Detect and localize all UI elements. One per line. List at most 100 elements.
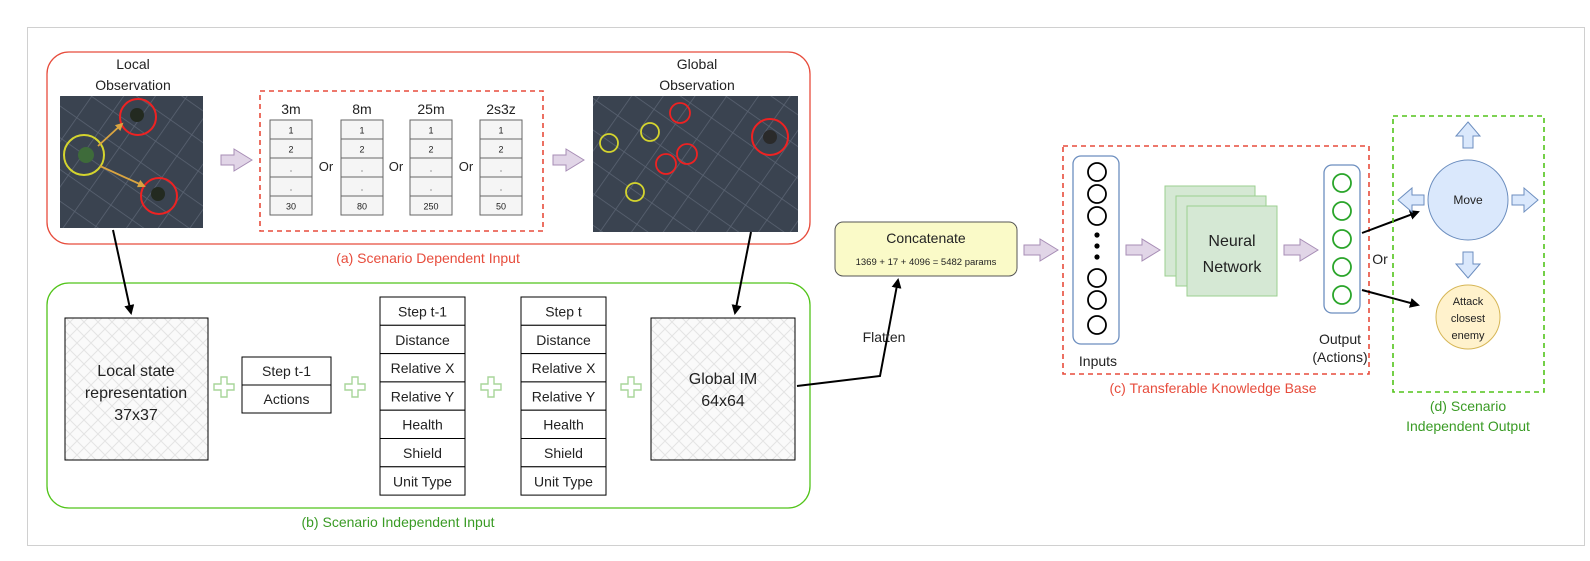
local-state-label-2: representation <box>85 385 187 402</box>
scenario-cell <box>479 195 523 216</box>
move-label: Move <box>1453 193 1483 207</box>
output-label-1: Output <box>1319 331 1361 347</box>
scenario-cell-value: 1 <box>498 126 503 136</box>
plus-icon <box>620 376 642 398</box>
scenario-cell-value: 2 <box>428 145 433 155</box>
scenario-cell-value: 1 <box>428 126 433 136</box>
arrow-inputs-to-nn <box>1125 238 1161 262</box>
caption-d-1: (d) Scenario <box>1430 398 1506 414</box>
feature-label: Shield <box>544 445 583 461</box>
input-node <box>1087 268 1107 288</box>
figure-frame <box>27 27 1585 546</box>
arrow-right <box>552 148 585 172</box>
scenario-cell-value: 50 <box>496 202 506 212</box>
local-observation-title-1: Local <box>116 56 149 72</box>
scenario-cell-value: . <box>290 164 293 174</box>
scenario-name: 25m <box>417 101 444 117</box>
scenario-name: 3m <box>281 101 300 117</box>
scenario-cell-value: 250 <box>423 202 438 212</box>
feature-label: Relative Y <box>532 388 596 404</box>
scenario-cell-value: 1 <box>288 126 293 136</box>
global-im-label-1: Global IM <box>689 371 757 388</box>
arrow-to-move <box>1361 210 1420 234</box>
scenario-cell-value: 2 <box>288 145 293 155</box>
scenario-cell-value: 1 <box>359 126 364 136</box>
global-observation-image <box>593 96 798 232</box>
output-node <box>1332 229 1352 249</box>
feature-label: Unit Type <box>534 473 593 489</box>
output-box <box>1392 115 1545 393</box>
feature-cell <box>379 381 466 411</box>
feature-label: Shield <box>403 445 442 461</box>
caption-a: (a) Scenario Dependent Input <box>336 250 520 266</box>
arrow-to-attack <box>1361 289 1420 308</box>
feature-label: Distance <box>536 332 591 348</box>
or-label: Or <box>459 159 474 174</box>
feature-cell <box>379 438 466 468</box>
global-observation-title-2: Observation <box>659 77 734 93</box>
scenario-cell-value: . <box>500 183 503 193</box>
feature-label: Unit Type <box>393 473 452 489</box>
input-node <box>1087 162 1107 182</box>
local-state-label-3: 37x37 <box>114 407 158 424</box>
nn-label-2: Network <box>1203 259 1263 276</box>
arrow-flatten <box>796 278 902 387</box>
input-node <box>1087 315 1107 335</box>
flatten-label: Flatten <box>863 329 906 345</box>
scenario-options-box <box>259 90 544 232</box>
actions-cell <box>241 356 332 386</box>
feature-label: Step t <box>545 304 582 320</box>
local-observation-title-2: Observation <box>95 77 170 93</box>
actions-cell-label: Step t-1 <box>262 363 311 379</box>
scenario-name: 8m <box>352 101 371 117</box>
neural-network <box>1164 185 1278 297</box>
arrow-global-to-im <box>731 231 752 315</box>
nn-label-1: Neural <box>1208 233 1255 250</box>
scenario-cell-value: . <box>361 183 364 193</box>
or-label: Or <box>319 159 334 174</box>
feature-cell <box>520 324 607 355</box>
ellipsis-dot <box>1094 243 1100 249</box>
scenario-cell-value: 80 <box>357 202 367 212</box>
caption-d-2: Independent Output <box>1406 418 1530 434</box>
scenario-cell <box>269 195 313 216</box>
feature-label: Relative Y <box>391 388 455 404</box>
feature-label: Relative X <box>532 360 596 376</box>
local-state-label-1: Local state <box>97 363 174 380</box>
concatenate-box <box>834 221 1018 277</box>
global-im-label-2: 64x64 <box>701 393 745 410</box>
feature-label: Distance <box>395 332 450 348</box>
feature-cell <box>520 296 607 326</box>
or-output: Or <box>1372 251 1388 267</box>
feature-cell <box>520 353 607 383</box>
arrow-nn-to-output <box>1283 238 1319 262</box>
attack-label-1: Attack <box>1453 296 1484 308</box>
plus-icon <box>344 376 366 398</box>
scenario-name: 2s3z <box>486 101 516 117</box>
local-state-box <box>64 317 209 461</box>
ellipsis-dot <box>1094 254 1100 260</box>
feature-cell <box>520 438 607 468</box>
feature-cell <box>379 296 466 326</box>
scenario-cell-value: 30 <box>286 202 296 212</box>
scenario-cell <box>340 195 384 216</box>
or-label: Or <box>389 159 404 174</box>
scenario-cell-value: 2 <box>498 145 503 155</box>
feature-label: Relative X <box>391 360 455 376</box>
attack-label-2: closest <box>1451 313 1485 325</box>
feature-cell <box>379 466 466 496</box>
move-action <box>1397 121 1539 279</box>
arrow-left <box>220 148 253 172</box>
arrow-local-to-state <box>112 229 135 315</box>
actions-cell-label: Actions <box>264 391 310 407</box>
scenario-independent-input-group <box>46 282 811 509</box>
global-im-box <box>650 317 796 461</box>
caption-b: (b) Scenario Independent Input <box>301 514 494 530</box>
scenario-cell-value: 2 <box>359 145 364 155</box>
arrow-concat-to-kb <box>1023 238 1059 262</box>
scenario-cell-value: . <box>430 164 433 174</box>
output-node <box>1332 257 1352 277</box>
